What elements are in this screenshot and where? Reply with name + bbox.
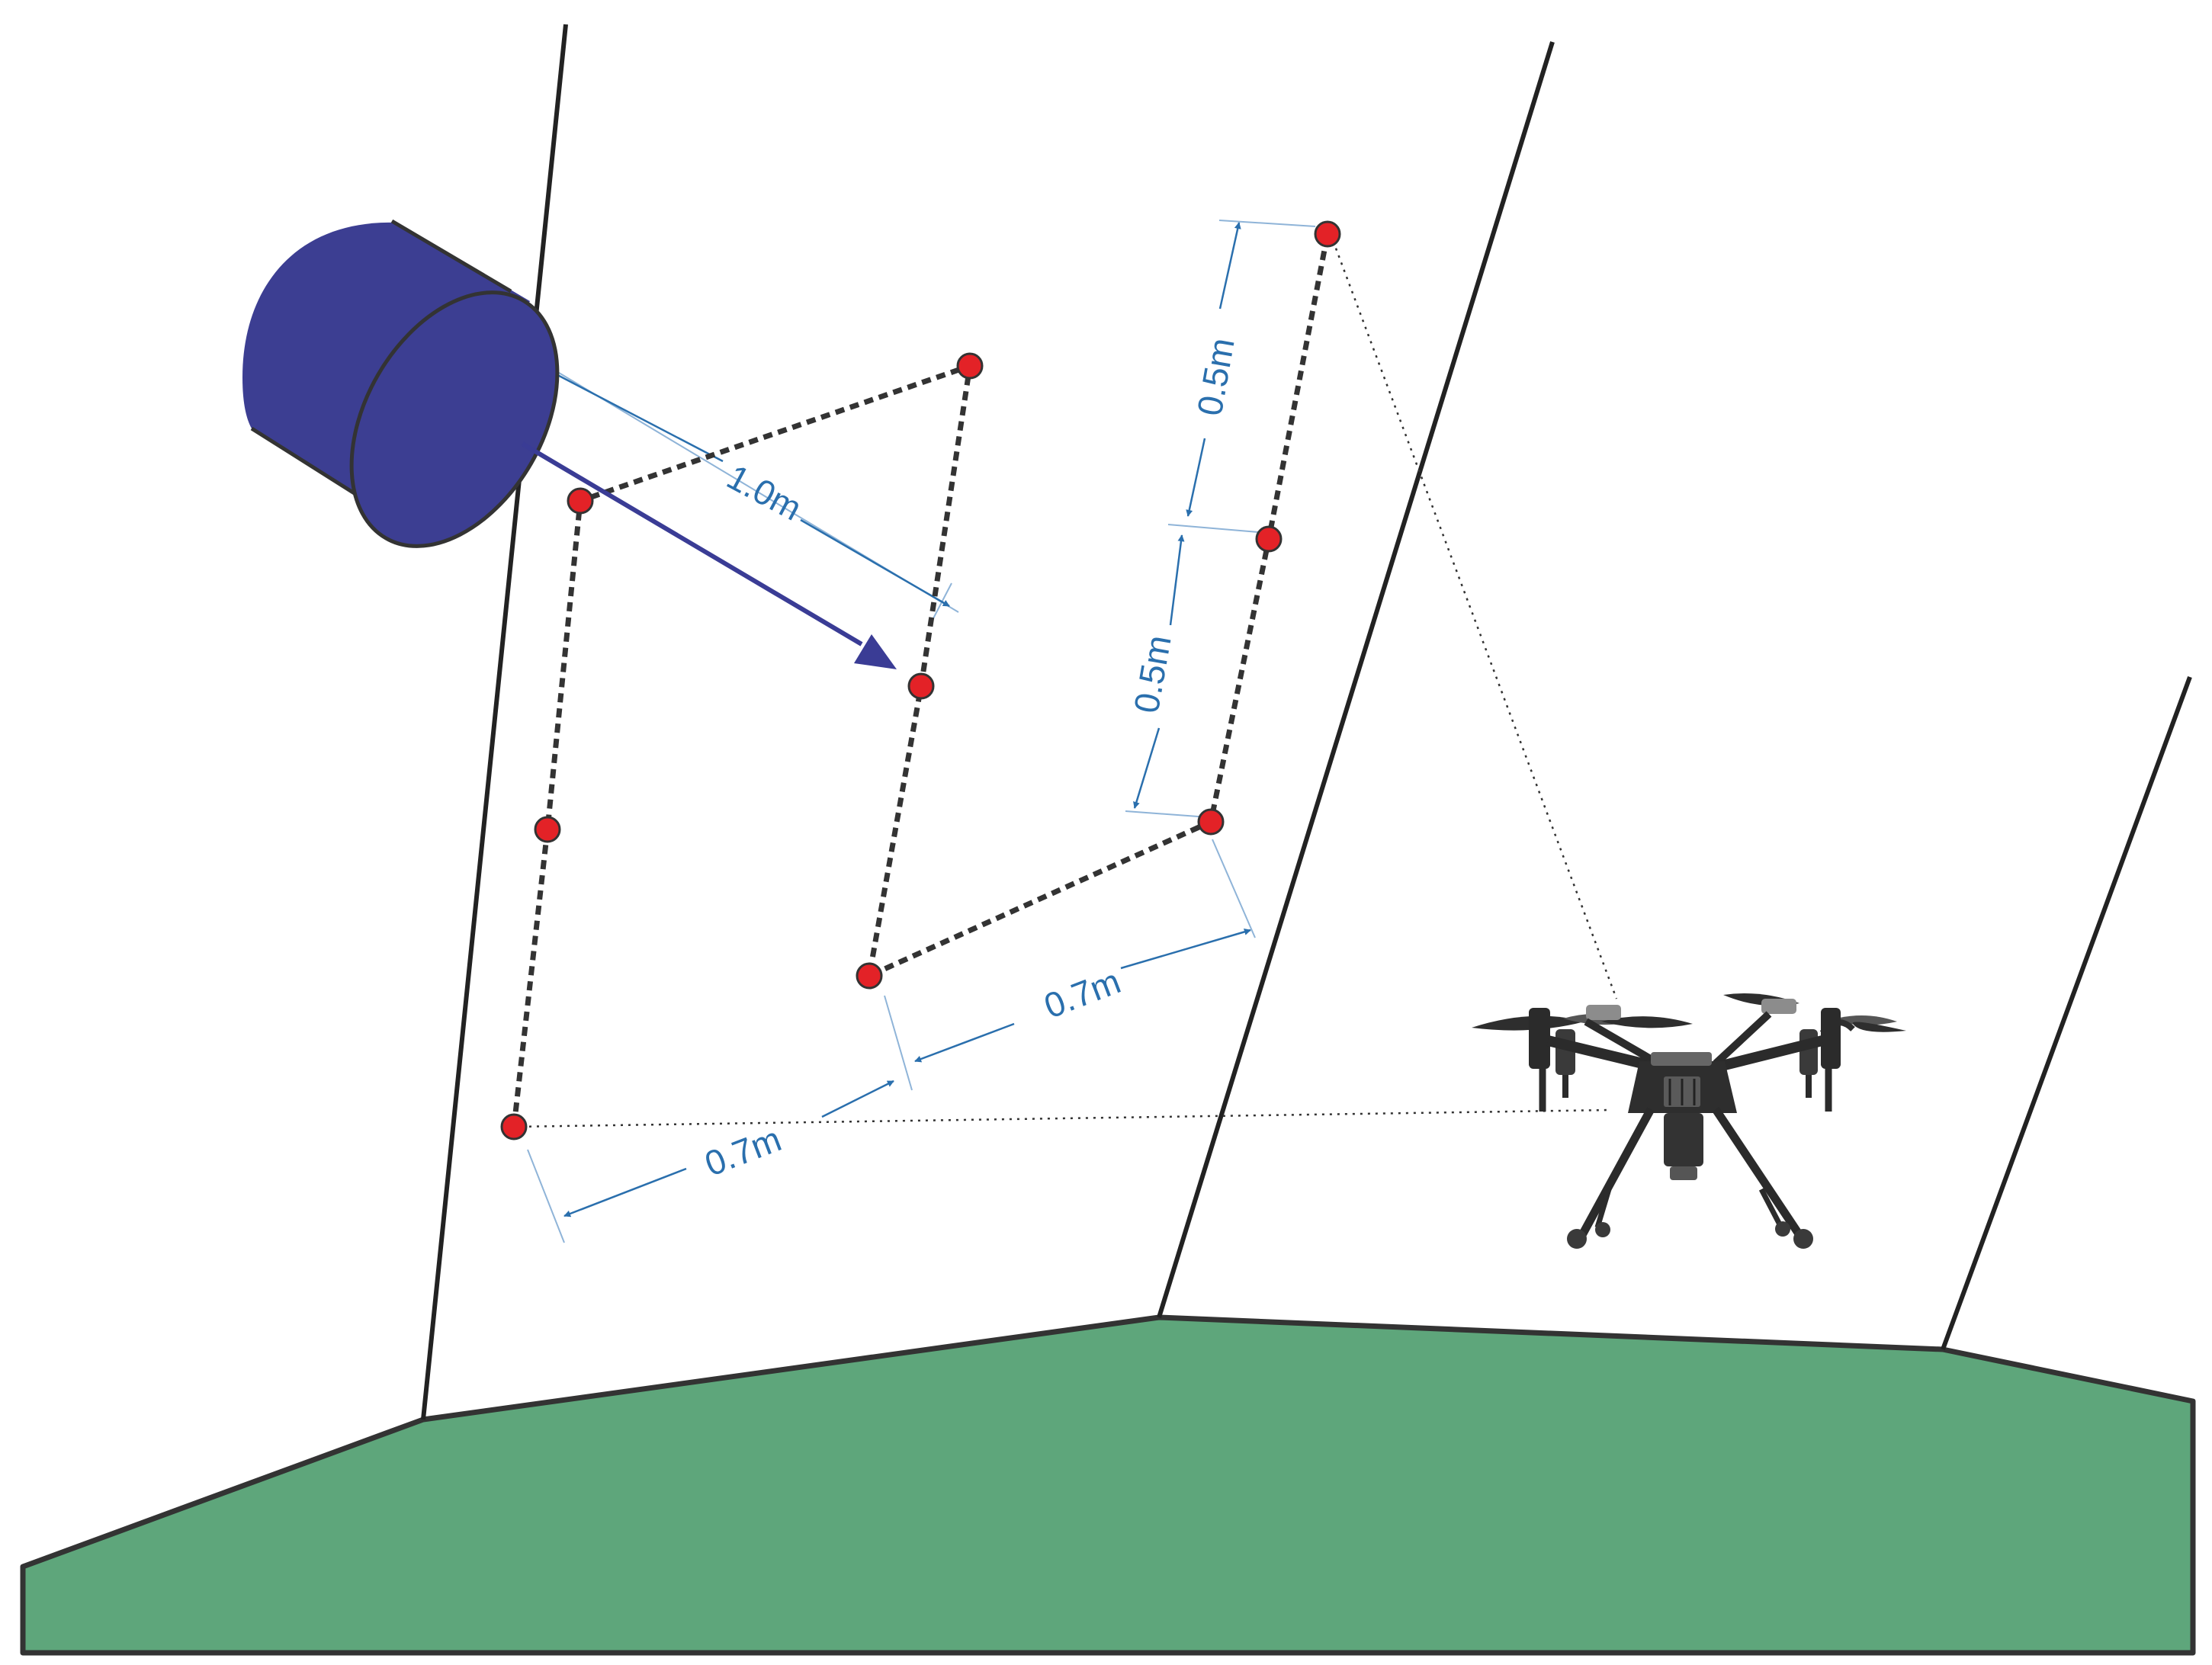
dimension-label-half-meter-upper: 0.5m — [1189, 335, 1242, 419]
waypoint — [1255, 525, 1283, 553]
waypoint — [956, 352, 984, 380]
waypoint — [534, 816, 561, 843]
dimension-label-0-7m-upper: 0.7m — [1039, 961, 1125, 1025]
wall-edge-right — [1941, 675, 2192, 1351]
ground-terrain — [20, 1314, 2196, 1656]
dimension-label-1m: 1.0m — [721, 457, 808, 528]
sight-line-top — [1329, 233, 1618, 999]
waypoint — [500, 1113, 528, 1140]
waypoint — [567, 487, 594, 515]
sight-line-bottom — [513, 1108, 1610, 1128]
cylinder-device-icon — [242, 219, 560, 548]
waypoint — [1314, 220, 1341, 248]
wall-edge-middle — [1157, 41, 1555, 1318]
waypoint — [856, 962, 883, 990]
dimension-label-0-7m-lower: 0.7m — [699, 1118, 786, 1183]
quadcopter-drone-icon — [1472, 993, 1906, 1249]
dimension-label-half-meter-lower: 0.5m — [1126, 632, 1179, 716]
dimension-lines — [547, 222, 1251, 1217]
waypoints — [500, 220, 1341, 1140]
wall-edge-left — [421, 24, 568, 1420]
waypoint — [1197, 808, 1225, 836]
waypoint — [907, 672, 935, 700]
direction-arrow — [521, 441, 897, 669]
